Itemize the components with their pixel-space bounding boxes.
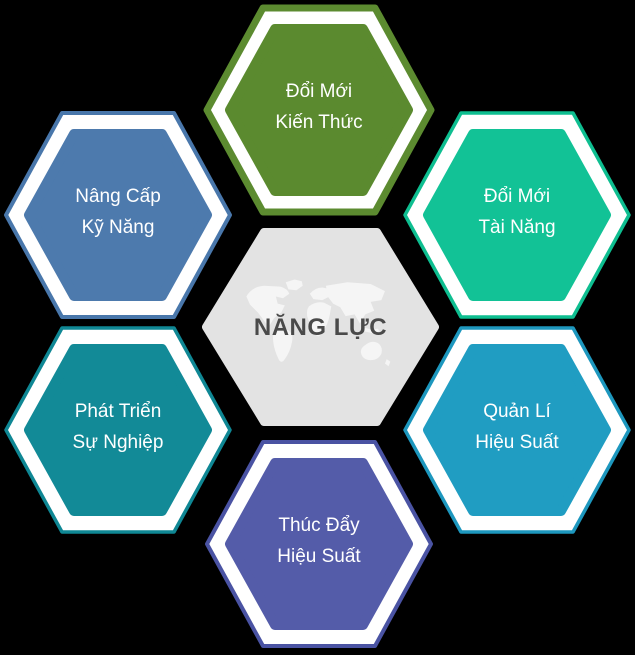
- hex-label-line1: Quản Lí: [483, 401, 551, 422]
- hexagon-shape: [203, 4, 435, 216]
- hexagon-fill: [225, 458, 413, 630]
- hex-label-line2: Hiệu Suất: [475, 432, 559, 453]
- hexagon-fill: [24, 344, 212, 516]
- hex-item-performance-boost: Thúc Đẩy Hiệu Suất: [202, 436, 436, 652]
- hex-item-performance-management: Quản Lí Hiệu Suất: [400, 322, 634, 538]
- hexagon-fill: [423, 129, 611, 301]
- hexagon-shape: [403, 326, 631, 534]
- hex-label-line2: Kỹ Năng: [81, 217, 155, 238]
- hex-label-line2: Hiệu Suất: [277, 546, 361, 567]
- hex-label-line1: Phát Triển: [74, 401, 162, 422]
- hex-label: Đổi Mới Tài Năng: [400, 104, 634, 320]
- hex-label-line2: Kiến Thức: [275, 112, 363, 133]
- hex-label: Đổi Mới Kiến Thức: [202, 0, 436, 215]
- hexagon-fill: [24, 129, 212, 301]
- hex-label: Quản Lí Hiệu Suất: [400, 319, 634, 535]
- hexagon-shape: [4, 111, 232, 319]
- center-title: NĂNG LỰC: [253, 314, 388, 341]
- hex-item-knowledge-innovation: Đổi Mới Kiến Thức: [202, 2, 436, 218]
- hex-label-line1: Đổi Mới: [483, 186, 551, 207]
- hex-label: Thúc Đẩy Hiệu Suất: [202, 433, 436, 649]
- hex-item-career-development: Phát Triển Sự Nghiệp: [1, 322, 235, 538]
- hexagon-fill: [225, 24, 413, 196]
- hexagon-shape: [205, 440, 433, 648]
- hex-label-line1: Thúc Đẩy: [278, 515, 360, 536]
- hex-item-skill-upgrade: Nâng Cấp Kỹ Năng: [1, 107, 235, 323]
- hex-label: Nâng Cấp Kỹ Năng: [1, 104, 235, 320]
- hex-item-talent-innovation: Đổi Mới Tài Năng: [400, 107, 634, 323]
- hex-label-line2: Tài Năng: [478, 217, 556, 238]
- hex-label-line1: Nâng Cấp: [75, 186, 161, 207]
- world-map-icon: [246, 279, 391, 367]
- hex-label-line2: Sự Nghiệp: [72, 432, 164, 453]
- hexagon-shape: [4, 326, 232, 534]
- hex-item-center-competency: NĂNG LỰC: [202, 227, 439, 427]
- hex-label: Phát Triển Sự Nghiệp: [1, 319, 235, 535]
- hexagon-fill: [423, 344, 611, 516]
- hexagon-shape: [403, 111, 631, 319]
- hex-label-line1: Đổi Mới: [285, 81, 353, 102]
